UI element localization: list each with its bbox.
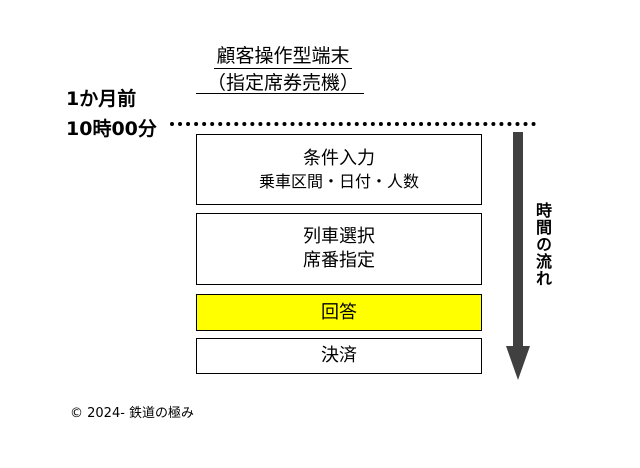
step-condition-input: 条件入力 乗車区間・日付・人数 <box>196 134 482 205</box>
time-label-clock: 10時00分 <box>66 118 157 140</box>
time-flow-arrow-icon <box>506 132 530 380</box>
step-condition-input-label: 条件入力 <box>303 147 375 169</box>
terminal-title: 顧客操作型端末 （指定席券売機） <box>198 44 368 95</box>
terminal-title-line1: 顧客操作型端末 <box>214 45 352 69</box>
step-condition-input-sub: 乗車区間・日付・人数 <box>258 171 419 191</box>
step-payment-label: 決済 <box>321 345 357 366</box>
time-flow-arrow-shaft <box>513 132 523 348</box>
time-label-month: 1か月前 <box>66 88 137 110</box>
step-response-label: 回答 <box>321 301 357 323</box>
copyright: © 2024- 鉄道の極み <box>70 406 195 421</box>
time-flow-arrow-head <box>506 346 530 380</box>
terminal-title-line2: （指定席券売機） <box>206 72 359 94</box>
step-response: 回答 <box>196 294 482 331</box>
step-payment: 決済 <box>196 338 482 374</box>
time-flow-label: 時間の流れ <box>533 202 552 287</box>
step-train-selection-sub: 席番指定 <box>303 250 375 271</box>
title-underline <box>196 93 364 94</box>
step-train-selection-label: 列車選択 <box>303 226 375 247</box>
step-train-selection: 列車選択 席番指定 <box>196 213 482 285</box>
start-time-dotted-line <box>170 122 536 126</box>
